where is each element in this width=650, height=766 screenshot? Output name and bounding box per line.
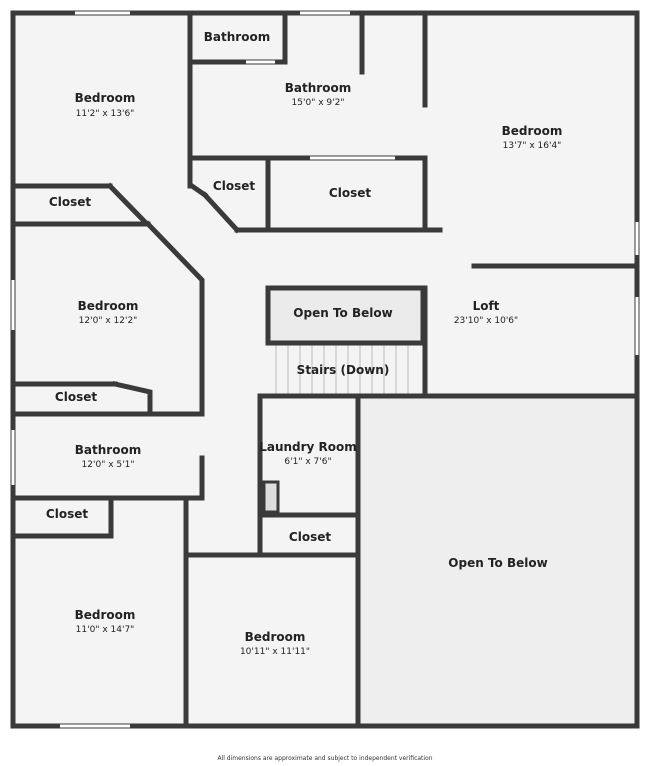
room-dimensions: 10'11" x 11'11" — [240, 647, 310, 657]
room-dimensions: 12'0" x 12'2" — [79, 316, 138, 326]
disclaimer: All dimensions are approximate and subje… — [217, 755, 433, 762]
room-label: Bedroom — [78, 299, 139, 313]
room-dimensions: 13'7" x 16'4" — [503, 141, 562, 151]
laundry-chute — [262, 480, 280, 514]
open-to-below-area — [358, 396, 636, 726]
room-label: Closet — [289, 530, 331, 544]
walls — [10, 10, 640, 729]
room-label: Bathroom — [75, 443, 141, 457]
room-dimensions: 6'1" x 7'6" — [284, 457, 331, 467]
room-label: Bedroom — [245, 630, 306, 644]
room-label: Closet — [55, 390, 97, 404]
room-label: Bedroom — [75, 608, 136, 622]
room-dimensions: 11'0" x 14'7" — [76, 625, 135, 635]
room-dimensions: 15'0" x 9'2" — [292, 98, 345, 108]
room-label: Bedroom — [75, 91, 136, 105]
room-dimensions: 23'10" x 10'6" — [454, 316, 518, 326]
windows — [11, 11, 639, 740]
room-label: Closet — [46, 507, 88, 521]
stairs-treads — [275, 345, 409, 394]
room-label: Bathroom — [204, 30, 270, 44]
room-label: Closet — [49, 195, 91, 209]
room-label: Closet — [213, 179, 255, 193]
room-label: Laundry Room — [259, 440, 357, 454]
room-label: Closet — [329, 186, 371, 200]
room-label: Bedroom — [502, 124, 563, 138]
room-dimensions: 12'0" x 5'1" — [82, 460, 135, 470]
open-to-below-top-area — [268, 288, 423, 343]
room-label: Stairs (Down) — [297, 363, 390, 377]
room-label: Open To Below — [448, 556, 547, 570]
room-label: Open To Below — [293, 306, 392, 320]
room-label: Loft — [473, 299, 500, 313]
room-label: Bathroom — [285, 81, 351, 95]
room-dimensions: 11'2" x 13'6" — [76, 109, 135, 119]
